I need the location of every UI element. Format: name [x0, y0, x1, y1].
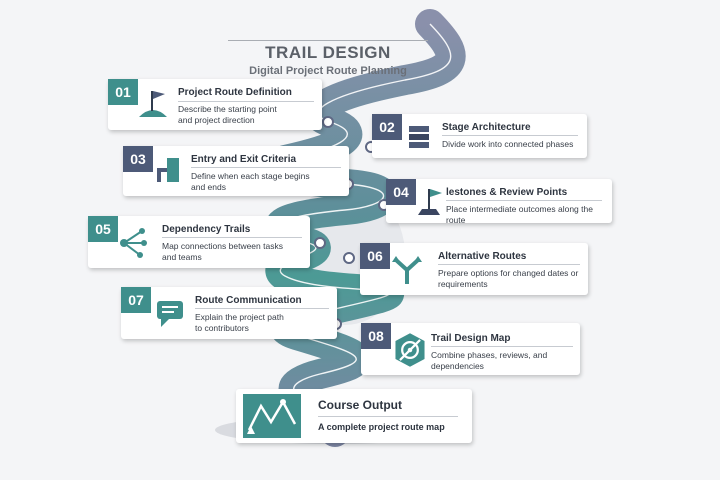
step-title: lestones & Review Points	[446, 187, 568, 198]
step-description: Combine phases, reviews, and dependencie…	[431, 350, 548, 371]
trail-dot-5	[314, 237, 326, 249]
milestone-flag-icon	[418, 189, 442, 215]
step-title: Dependency Trails	[162, 224, 251, 235]
step-number-badge: 06	[360, 243, 390, 269]
step-card-05: 05 Dependency Trails Map connections bet…	[88, 216, 310, 268]
trail-dot-1	[322, 116, 334, 128]
step-divider	[178, 101, 314, 102]
step-number-badge: 04	[386, 179, 416, 205]
step-title: Trail Design Map	[431, 333, 511, 344]
step-title: Route Communication	[195, 295, 302, 306]
step-title: Entry and Exit Criteria	[191, 154, 297, 165]
step-number-badge: 01	[108, 79, 138, 105]
step-title: Project Route Definition	[178, 87, 292, 98]
step-card-08: 08 Trail Design Map Combine phases, revi…	[361, 323, 580, 375]
course-output-description: A complete project route map	[318, 422, 445, 432]
step-title: Alternative Routes	[438, 251, 527, 262]
page-subtitle: Digital Project Route Planning	[249, 65, 407, 77]
speech-bubble-icon	[157, 301, 183, 327]
step-divider	[438, 264, 580, 265]
step-title: Stage Architecture	[442, 122, 531, 133]
route-map-icon	[243, 394, 301, 438]
step-divider	[442, 135, 578, 136]
step-description: Place intermediate outcomes along the ro…	[446, 204, 593, 225]
gate-door-icon	[157, 158, 179, 182]
header: TRAIL DESIGN Digital Project Route Plann…	[228, 40, 428, 78]
step-divider	[162, 237, 302, 238]
step-description: Divide work into connected phases	[442, 139, 574, 149]
trail-dot-6	[343, 252, 355, 264]
step-divider	[446, 200, 602, 201]
compass-map-icon	[395, 333, 425, 367]
course-output-title: Course Output	[318, 398, 402, 412]
step-number-badge: 03	[123, 146, 153, 172]
step-divider	[195, 308, 329, 309]
step-card-04: 04 lestones & Review Points Place interm…	[386, 179, 612, 225]
network-nodes-icon	[120, 228, 147, 258]
stacked-blocks-icon	[409, 126, 429, 148]
step-card-02: 02 Stage Architecture Divide work into c…	[372, 114, 587, 158]
course-output-card: Course Output A complete project route m…	[236, 389, 472, 443]
flag-on-hill-icon	[139, 91, 167, 117]
step-card-07: 07 Route Communication Explain the proje…	[121, 287, 337, 339]
step-card-03: 03 Entry and Exit Criteria Define when e…	[123, 146, 349, 196]
step-number-badge: 08	[361, 323, 391, 349]
step-card-01: 01 Project Route Definition Describe the…	[108, 79, 322, 130]
header-rule	[228, 40, 428, 41]
branching-arrows-icon	[392, 256, 422, 284]
step-card-06: 06 Alternative Routes Prepare options fo…	[360, 243, 588, 295]
step-number-badge: 07	[121, 287, 151, 313]
step-divider	[191, 167, 341, 168]
step-number-badge: 05	[88, 216, 118, 242]
step-number-badge: 02	[372, 114, 402, 140]
page-title: TRAIL DESIGN	[265, 43, 391, 62]
step-divider	[431, 346, 573, 347]
course-output-divider	[318, 416, 458, 417]
